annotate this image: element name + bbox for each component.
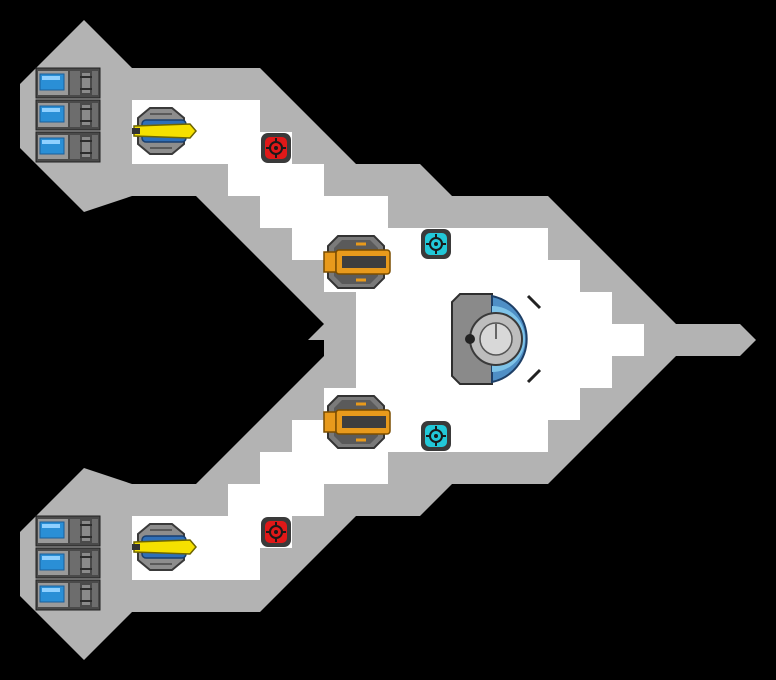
ship-core-icon (451, 293, 542, 385)
ship-interior (132, 100, 644, 580)
thruster-icon (35, 515, 101, 547)
cannon-turret-icon (322, 394, 392, 450)
thruster-icon (35, 99, 101, 131)
shield-node-icon (420, 420, 452, 452)
thruster-icon (35, 131, 101, 163)
thruster-icon (35, 547, 101, 579)
engine-group-lower (35, 515, 101, 611)
thruster-icon (35, 579, 101, 611)
armor-node-icon (260, 132, 292, 164)
armor-node-icon (260, 516, 292, 548)
cannon-turret-icon (322, 234, 392, 290)
thruster-icon (35, 67, 101, 99)
shield-node-icon (420, 228, 452, 260)
engine-group-upper (35, 67, 101, 163)
